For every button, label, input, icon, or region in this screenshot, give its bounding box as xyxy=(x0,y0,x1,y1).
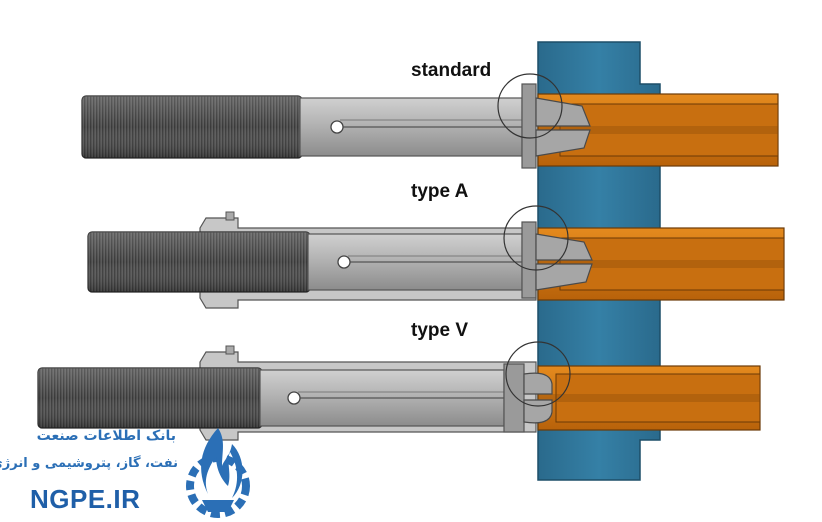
tube-type-a xyxy=(537,227,785,301)
collar-type-a xyxy=(521,221,537,299)
tube-type-v xyxy=(537,365,761,431)
rolls-type-v xyxy=(523,372,553,424)
label-standard: standard xyxy=(411,60,492,81)
expander-type-v xyxy=(37,341,761,441)
watermark-line-1: بانک اطلاعات صنعت xyxy=(36,428,176,444)
label-type-a: type A xyxy=(411,181,469,202)
flame-gear-logo xyxy=(186,428,250,518)
detail-circle-type-v xyxy=(505,341,571,407)
detail-circle-type-a xyxy=(503,205,569,271)
expander-standard xyxy=(81,73,779,169)
watermark-line-2: نفت، گاز، پتروشیمی و انرژی xyxy=(0,456,178,471)
watermark-site: NGPE.IR xyxy=(30,484,141,514)
label-type-v: type V xyxy=(411,320,469,341)
rolls-standard xyxy=(535,97,591,157)
expander-type-a xyxy=(87,205,785,309)
collar-standard xyxy=(521,83,537,169)
collar-type-v xyxy=(503,363,525,433)
detail-circle-standard xyxy=(497,73,563,139)
